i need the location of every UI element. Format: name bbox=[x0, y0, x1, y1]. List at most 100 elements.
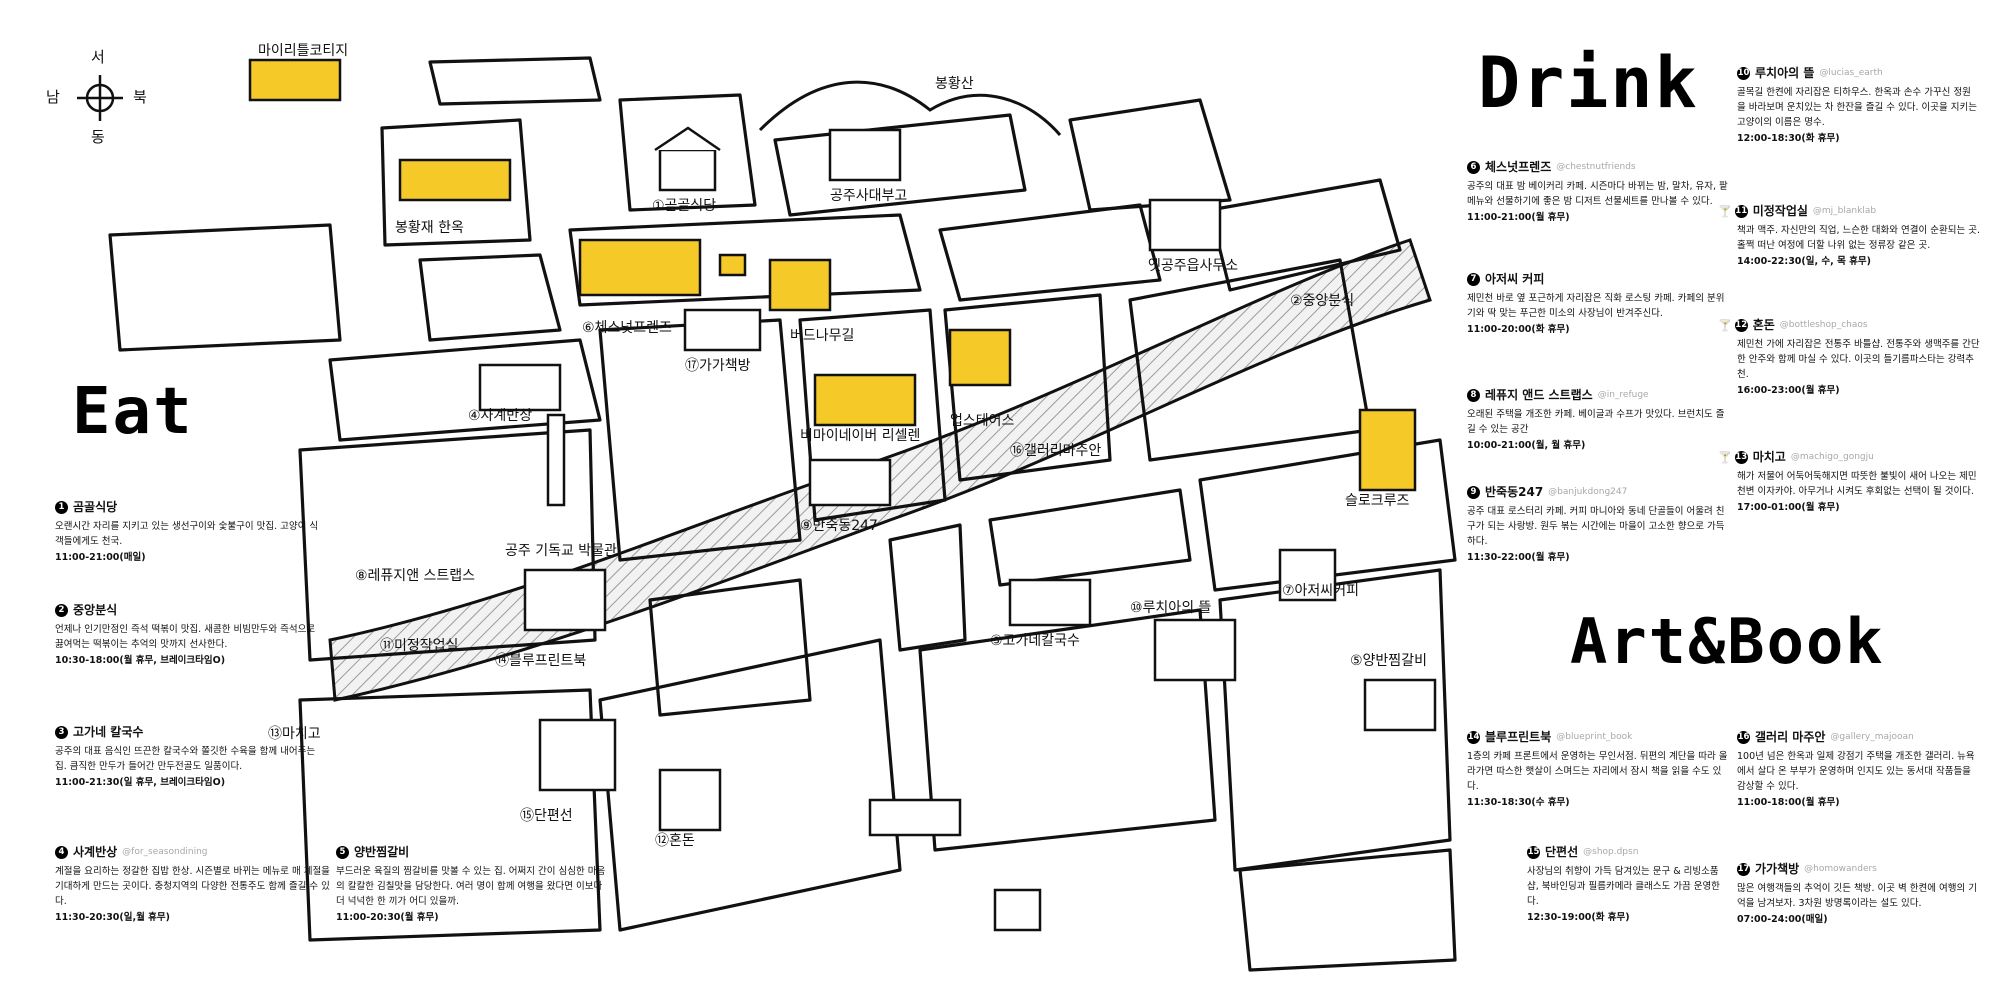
place-handle: @machigo_gongju bbox=[1790, 452, 1874, 462]
place-handle: @lucias_earth bbox=[1819, 68, 1883, 78]
cocktail-glass-icon: 🍸 bbox=[1718, 319, 1732, 332]
place-hours: 11:00-20:00(화 휴무) bbox=[1467, 324, 1570, 335]
place-desc: 계절을 요리하는 정갈한 집밥 한상. 시즌별로 바뀌는 메뉴로 매 계절을 기… bbox=[55, 866, 330, 907]
place-desc: 오래된 주택을 개조한 카페. 베이글과 수프가 맛있다. 브런치도 즐길 수 … bbox=[1467, 409, 1725, 435]
place-desc: 언제나 인기만점인 즉석 떡볶이 맛집. 새콤한 비빔만두와 즉석으로 끓여먹는… bbox=[55, 624, 316, 650]
place-name: 사계반상 bbox=[73, 845, 118, 859]
place-desc: 공주의 대표 음식인 뜨끈한 칼국수와 쫄깃한 수육을 함께 내어주는 집. 큼… bbox=[55, 746, 316, 772]
place-hours: 11:30-18:30(수 휴무) bbox=[1467, 797, 1570, 808]
place-handle: @gallery_majooan bbox=[1830, 732, 1914, 742]
place-name: 미정작업실 bbox=[1752, 204, 1808, 218]
place-name: 반죽동247 bbox=[1485, 485, 1544, 499]
map-label-banjuk: ⑨반죽동247 bbox=[800, 518, 878, 534]
place-desc: 공주의 대표 밤 베이커리 카페. 시즌마다 바뀌는 밤, 말차, 유자, 팥 … bbox=[1467, 181, 1728, 207]
place-hours: 12:00-18:30(화 휴무) bbox=[1737, 133, 1840, 144]
cocktail-glass-icon: 🍸 bbox=[1718, 205, 1732, 218]
place-hours: 12:30-19:00(화 휴무) bbox=[1527, 912, 1630, 923]
map-label-gongju-office: 공주사대부고 bbox=[830, 188, 907, 204]
map-label-gomgol: ①곰골식당 bbox=[652, 198, 716, 214]
highlighted-buildings bbox=[248, 58, 1417, 492]
place-name: 양반찜갈비 bbox=[354, 845, 410, 859]
map-label-machigo: ⑬마치고 bbox=[268, 726, 321, 742]
place-name: 곰골식당 bbox=[73, 500, 118, 514]
place-handle: @mj_blanklab bbox=[1812, 206, 1877, 216]
place-desc: 책과 맥주. 자신만의 직업, 느슨한 대화와 연결이 순환되는 곳. 홀쩍 떠… bbox=[1737, 225, 1980, 251]
cocktail-glass-icon: 🍸 bbox=[1718, 451, 1732, 464]
place-handle: @chestnutfriends bbox=[1556, 162, 1636, 172]
map-label-gogane: ③고가네칼국수 bbox=[990, 633, 1080, 649]
map-label-slow: 슬로크루즈 bbox=[1345, 493, 1410, 509]
place-name: 아저씨 커피 bbox=[1485, 272, 1545, 286]
map-label-chestnut: ⑥체스넛프렌즈 bbox=[582, 320, 672, 336]
place-handle: @banjukdong247 bbox=[1548, 487, 1628, 497]
compass-west: 서 bbox=[91, 48, 105, 66]
map-label-yangban: ⑤양반찜갈비 bbox=[1350, 653, 1427, 669]
place-name: 레퓨지 앤드 스트랩스 bbox=[1485, 388, 1593, 402]
map-label-bonghwang: 봉황산 bbox=[935, 76, 974, 92]
compass: 서 남 북 동 bbox=[46, 48, 150, 148]
place-handle: @in_refuge bbox=[1597, 390, 1649, 400]
drink-heading: Drink bbox=[1478, 42, 1699, 124]
place-name: 블루프린트북 bbox=[1485, 730, 1552, 744]
place-desc: 1층의 카페 프론트에서 운영하는 무인서점. 뒤편의 계단을 따라 올라가면 … bbox=[1467, 751, 1728, 792]
place-hours: 11:30-20:30(일,월 휴무) bbox=[55, 912, 170, 923]
map-label-lucia: ⑩루치아의 뜰 bbox=[1130, 600, 1212, 616]
place-desc: 골목길 한켠에 자리잡은 티하우스. 한옥과 손수 가꾸신 정원을 바라보며 운… bbox=[1737, 87, 1977, 128]
place-desc: 오랜시간 자리를 지키고 있는 생선구이와 숯불구이 맛집. 고양이 식객들에게… bbox=[55, 521, 319, 547]
map-label-gaga: ⑰가가책방 bbox=[685, 358, 751, 374]
place-hours: 11:00-20:30(월 휴무) bbox=[336, 912, 439, 923]
place-handle: @shop.dpsn bbox=[1583, 847, 1639, 857]
place-name: 고가네 칼국수 bbox=[73, 725, 144, 739]
place-name: 갤러리 마주안 bbox=[1755, 730, 1826, 744]
place-desc: 제민천 바로 옆 포근하게 자리잡은 직화 로스팅 카페. 카페의 분위기와 딱… bbox=[1467, 293, 1725, 319]
map-label-bima: 비마이네이버 리셀렌 bbox=[800, 428, 920, 444]
place-name: 중앙분식 bbox=[73, 603, 118, 617]
map-label-refuge: ⑧레퓨지앤 스트랩스 bbox=[355, 568, 475, 584]
place-desc: 100년 넘은 한옥과 일제 강점기 주택을 개조한 갤러리. 뉴욕에서 살다 … bbox=[1737, 751, 1975, 792]
place-handle: @homowanders bbox=[1804, 864, 1877, 874]
place-hours: 16:00-23:00(월 휴무) bbox=[1737, 385, 1840, 396]
place-name: 마치고 bbox=[1752, 450, 1786, 464]
place-name: 체스넛프렌즈 bbox=[1485, 160, 1552, 174]
map-label-blueprint: ⑭블루프린트북 bbox=[495, 653, 586, 669]
place-hours: 10:00-21:00(월, 월 휴무) bbox=[1467, 440, 1586, 451]
place-hours: 11:00-21:30(일 휴무, 브레이크타임O) bbox=[55, 777, 226, 788]
compass-north: 북 bbox=[133, 88, 147, 106]
place-handle: @for_seasondining bbox=[122, 847, 208, 857]
place-handle: @blueprint_book bbox=[1556, 732, 1633, 742]
map-label-bird: 버드나무길 bbox=[790, 328, 854, 344]
place-hours: 14:00-22:30(일, 수, 목 휴무) bbox=[1737, 256, 1871, 267]
map-label-aje: ⑦아저씨커피 bbox=[1282, 583, 1359, 599]
place-desc: 공주 대표 로스터리 카페. 커피 마니아와 동네 단골들이 어울려 친구가 되… bbox=[1467, 506, 1725, 547]
compass-east: 동 bbox=[91, 128, 105, 146]
eat-heading: Eat bbox=[72, 375, 194, 449]
place-hours: 17:00-01:00(월 휴무) bbox=[1737, 502, 1840, 513]
compass-south: 남 bbox=[46, 88, 60, 106]
place-desc: 사장님의 취향이 가득 담겨있는 문구 & 리빙소품샵, 북바인딩과 필름카메라… bbox=[1527, 866, 1720, 907]
place-desc: 제민천 가에 자리잡은 전통주 바틀샵. 전통주와 생맥주를 간단한 안주와 함… bbox=[1737, 339, 1980, 380]
place-desc: 많은 여행객들의 추억이 깃든 책방. 이곳 벽 한켠에 여행의 기억을 남겨보… bbox=[1737, 883, 1977, 909]
map-label-hondon: ⑫혼돈 bbox=[655, 833, 695, 849]
place-hours: 10:30-18:00(월 휴무, 브레이크타임O) bbox=[55, 655, 226, 666]
place-name: 가가책방 bbox=[1755, 862, 1800, 876]
map-label-mijeong: ⑪미정작업실 bbox=[380, 638, 458, 654]
place-hours: 11:30-22:00(월 휴무) bbox=[1467, 552, 1570, 563]
place-handle: @bottleshop_chaos bbox=[1779, 320, 1868, 330]
bonghwang-mountain bbox=[758, 80, 1062, 136]
map-label-mairi: 마이리틀코티지 bbox=[258, 43, 348, 59]
